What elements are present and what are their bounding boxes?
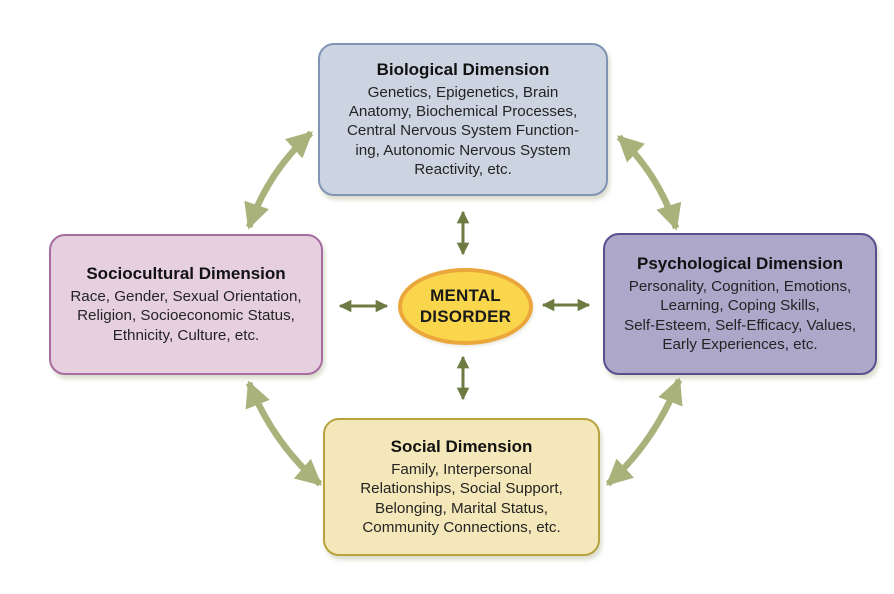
psychological-dimension-title: Psychological Dimension — [637, 253, 843, 273]
biological-dimension-body: Genetics, Epigenetics, Brain Anatomy, Bi… — [346, 83, 580, 178]
social-dimension-body: Family, Interpersonal Relationships, Soc… — [360, 460, 563, 536]
biological-dimension-box: Biological Dimension Genetics, Epigeneti… — [318, 43, 608, 196]
arrow-sociocultural-social — [245, 380, 323, 487]
social-dimension-title: Social Dimension — [390, 436, 533, 456]
arrow-biological-sociocultural — [244, 130, 314, 230]
sociocultural-dimension-box: Sociocultural Dimension Race, Gender, Se… — [49, 234, 323, 375]
sociocultural-dimension-title: Sociocultural Dimension — [86, 264, 286, 284]
social-dimension-box: Social Dimension Family, Interpersonal R… — [323, 418, 600, 556]
psychological-dimension-body: Personality, Cognition, Emotions, Learni… — [623, 277, 857, 353]
arrow-biological-psychological — [616, 134, 682, 231]
arrow-psychological-social — [605, 377, 683, 487]
psychological-dimension-box: Psychological Dimension Personality, Cog… — [603, 233, 877, 375]
mental-disorder-ellipse: MENTAL DISORDER — [398, 268, 533, 345]
mental-disorder-label: MENTAL DISORDER — [419, 286, 512, 326]
biological-dimension-title: Biological Dimension — [376, 59, 550, 79]
sociocultural-dimension-body: Race, Gender, Sexual Orientation, Religi… — [70, 288, 302, 344]
